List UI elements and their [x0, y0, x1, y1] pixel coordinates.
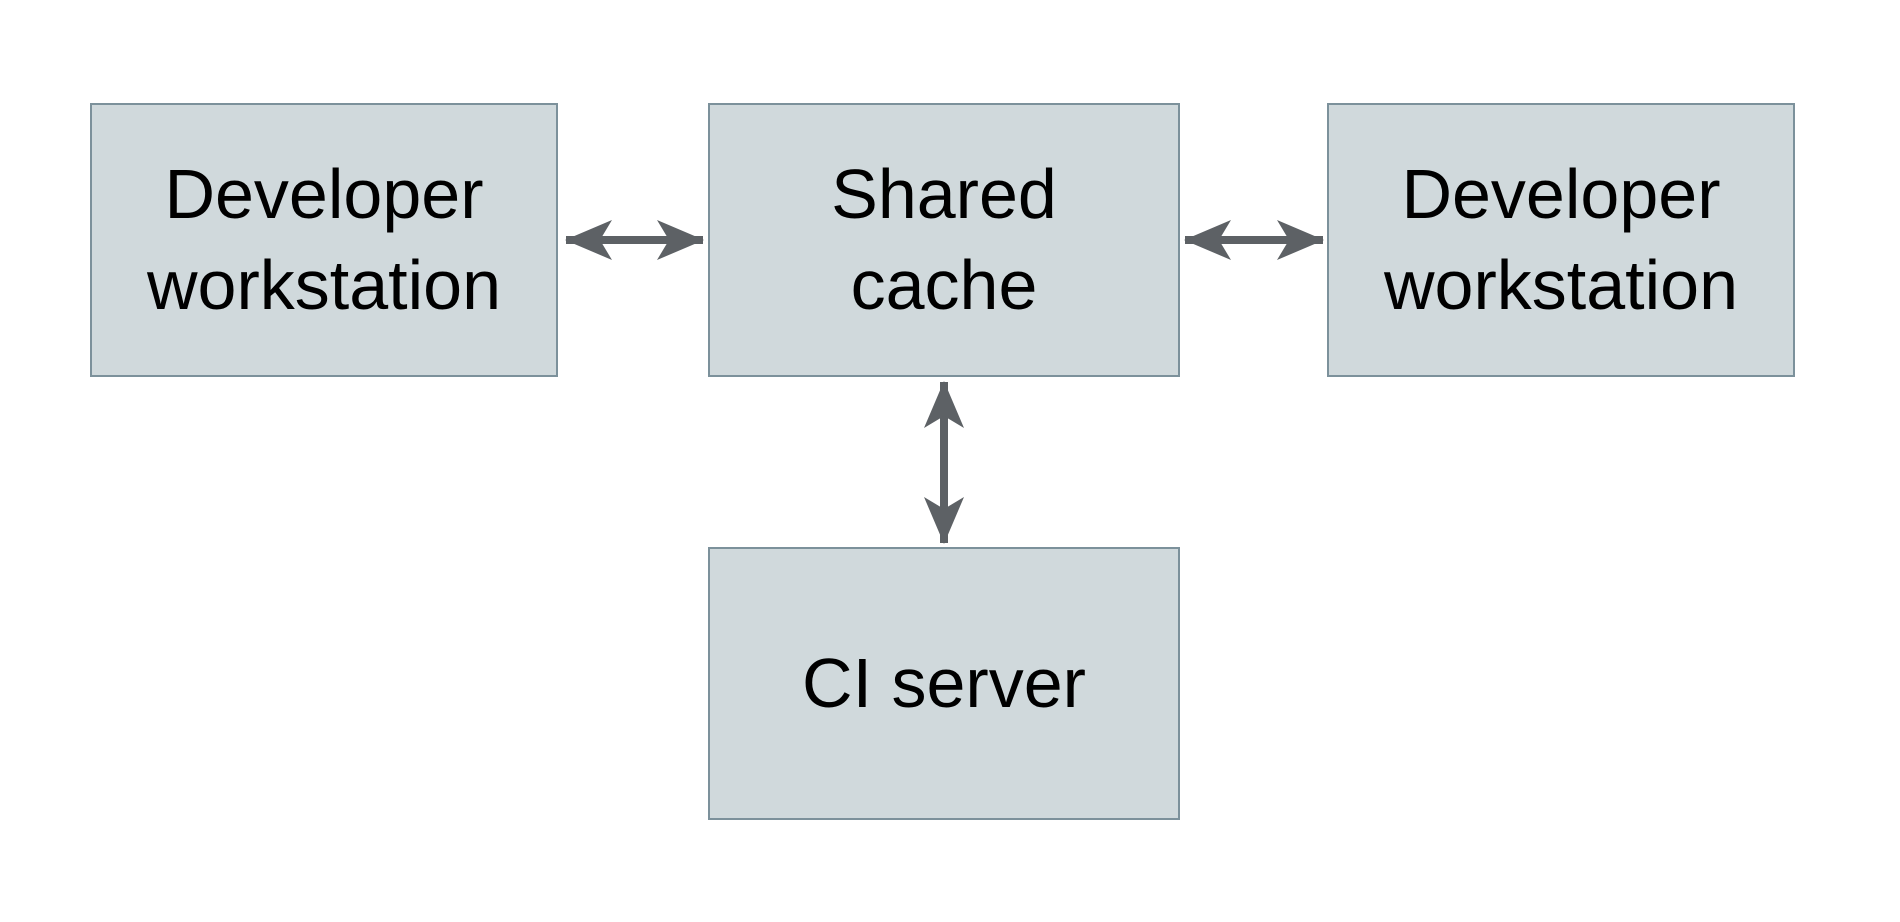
node-label: CI server	[802, 644, 1086, 722]
node-label: Developer workstation	[146, 155, 502, 324]
node-developer-workstation-right: Developer workstation	[1327, 103, 1795, 377]
node-developer-workstation-left: Developer workstation	[90, 103, 558, 377]
node-label: Shared cache	[831, 155, 1057, 324]
node-shared-cache: Shared cache	[708, 103, 1180, 377]
node-ci-server: CI server	[708, 547, 1180, 820]
node-label: Developer workstation	[1383, 155, 1739, 324]
